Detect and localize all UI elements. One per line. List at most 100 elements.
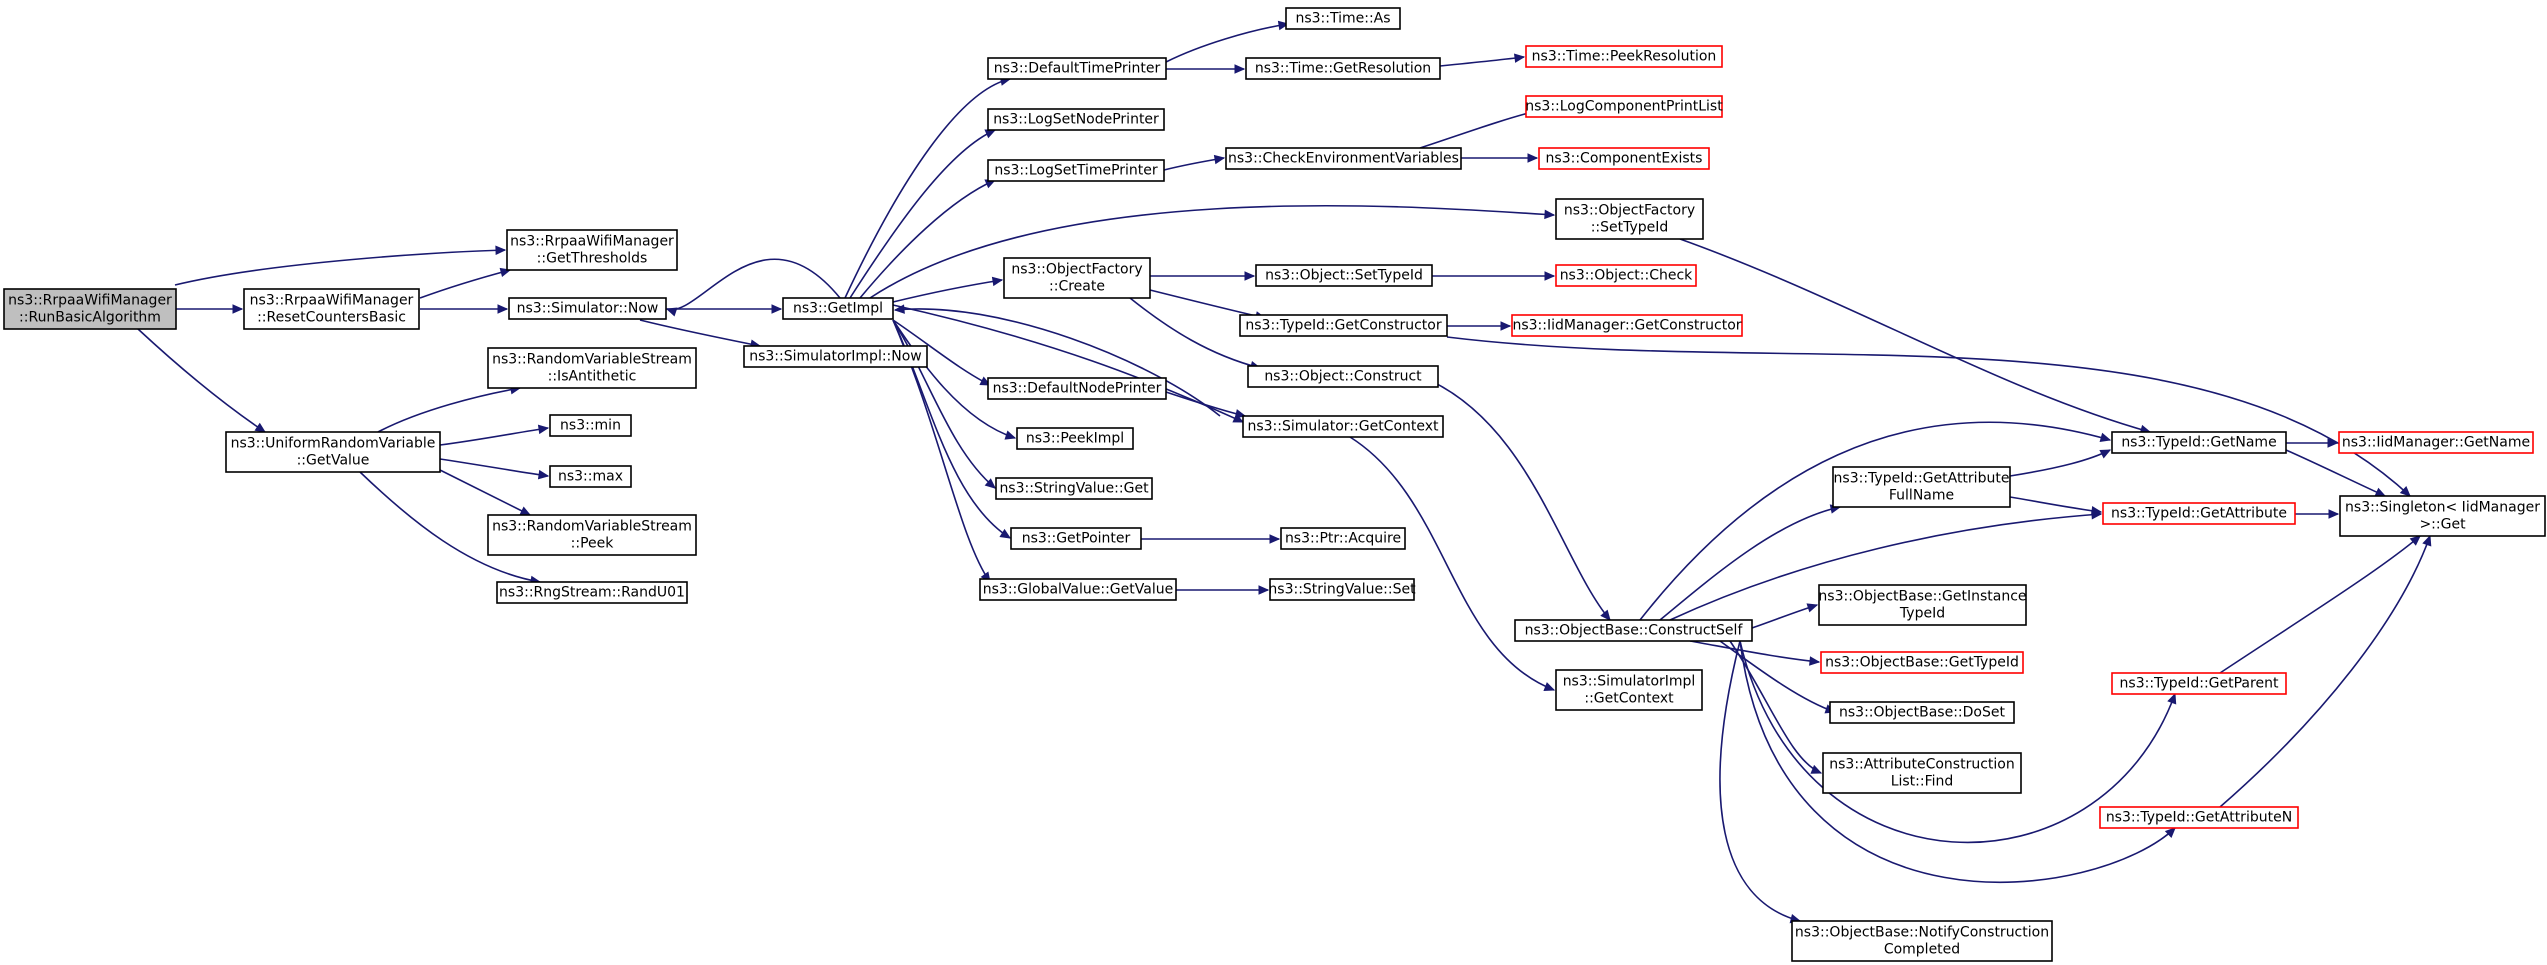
node-notify[interactable]: ns3::ObjectBase::NotifyConstructionCompl… (1791, 920, 2053, 962)
node-compEx[interactable]: ns3::ComponentExists (1538, 147, 1710, 170)
node-simImplCtx[interactable]: ns3::SimulatorImpl::GetContext (1555, 669, 1703, 711)
node-getImpl[interactable]: ns3::GetImpl (782, 297, 894, 320)
node-construct[interactable]: ns3::ObjectBase::ConstructSelf (1514, 619, 1753, 642)
edge-line (1446, 336, 2411, 497)
node-simImplNow[interactable]: ns3::SimulatorImpl::Now (743, 345, 928, 368)
arrowhead (497, 304, 509, 314)
node-max[interactable]: ns3::max (549, 465, 632, 488)
node-tidName[interactable]: ns3::TypeId::GetName (2111, 431, 2287, 454)
arrowhead (1809, 656, 1821, 666)
arrowhead (1213, 154, 1226, 165)
node-reset[interactable]: ns3::RrpaaWifiManager::ResetCountersBasi… (243, 288, 420, 330)
edge-line (892, 319, 991, 386)
node-gvGet[interactable]: ns3::GlobalValue::GetValue (979, 578, 1177, 601)
node-label: ns3::Singleton< IidManager (2345, 500, 2540, 516)
node-ptrAcq[interactable]: ns3::Ptr::Acquire (1280, 527, 1406, 550)
node-box (743, 345, 928, 368)
edge-getImpl-to-ofSet (869, 204, 1556, 299)
node-box (1225, 147, 1462, 170)
node-objSet[interactable]: ns3::Object::SetTypeId (1255, 264, 1433, 287)
node-box (1511, 314, 1743, 337)
node-tidAttrN[interactable]: ns3::TypeId::GetAttributeN (2099, 806, 2299, 829)
node-cev[interactable]: ns3::CheckEnvironmentVariables (1225, 147, 1462, 170)
node-label: ns3::Object::Check (1560, 268, 1693, 284)
edge-getImpl-to-ofCreate (892, 276, 1004, 303)
edge-line (439, 469, 531, 516)
node-iidName[interactable]: ns3::IidManager::GetName (2338, 431, 2534, 454)
node-lcpl[interactable]: ns3::LogComponentPrintList (1525, 95, 1723, 118)
node-doSet[interactable]: ns3::ObjectBase::DoSet (1829, 701, 2015, 724)
node-now[interactable]: ns3::Simulator::Now (508, 297, 667, 320)
node-box (243, 288, 420, 330)
edge-line (2009, 496, 2102, 513)
node-box (1242, 415, 1444, 438)
node-svSet[interactable]: ns3::StringValue::Set (1268, 578, 1416, 601)
node-peekRes[interactable]: ns3::Time::PeekResolution (1525, 45, 1723, 68)
nodes-layer: ns3::RrpaaWifiManager::RunBasicAlgorithm… (3, 7, 2546, 962)
arrowhead (1527, 153, 1539, 163)
node-box (1239, 314, 1448, 337)
node-iidCtor[interactable]: ns3::IidManager::GetConstructor (1511, 314, 1743, 337)
arrowhead (999, 528, 1012, 539)
edge-simCtx-to-getImpl (893, 304, 1221, 417)
node-lsnp[interactable]: ns3::LogSetNodePrinter (987, 108, 1165, 131)
edge-construct-to-obInst (1751, 603, 1819, 629)
node-timeRes[interactable]: ns3::Time::GetResolution (1245, 57, 1441, 80)
node-label: ns3::RandomVariableStream (492, 352, 692, 368)
node-min[interactable]: ns3::min (549, 414, 632, 437)
node-ofCreate[interactable]: ns3::ObjectFactory::Create (1003, 257, 1151, 299)
edge-timeRes-to-peekRes (1439, 53, 1526, 67)
node-label: ns3::TypeId::GetConstructor (1245, 318, 1441, 334)
node-box (1818, 584, 2027, 626)
arrowhead (893, 304, 905, 314)
edge-line (1149, 289, 1266, 319)
edge-line (1349, 436, 1555, 691)
node-tidParent[interactable]: ns3::TypeId::GetParent (2111, 672, 2287, 695)
node-isAnti[interactable]: ns3::RandomVariableStream::IsAntithetic (487, 347, 697, 389)
node-tidCtor[interactable]: ns3::TypeId::GetConstructor (1239, 314, 1448, 337)
node-ofSet[interactable]: ns3::ObjectFactory::SetTypeId (1555, 198, 1704, 240)
edge-line (892, 304, 1244, 423)
edge-line (844, 78, 1011, 299)
node-objCheck[interactable]: ns3::Object::Check (1555, 264, 1697, 287)
node-box (2102, 502, 2296, 525)
edge-line (1719, 640, 1801, 922)
node-lstp[interactable]: ns3::LogSetTimePrinter (987, 159, 1165, 182)
node-randu[interactable]: ns3::RngStream::RandU01 (496, 581, 688, 604)
node-label: ns3::IidManager::GetConstructor (1512, 318, 1741, 334)
node-singleton[interactable]: ns3::Singleton< IidManager>::Get (2339, 495, 2546, 537)
node-simCtx[interactable]: ns3::Simulator::GetContext (1242, 415, 1444, 438)
node-svGet[interactable]: ns3::StringValue::Get (995, 477, 1153, 500)
node-obTid[interactable]: ns3::ObjectBase::GetTypeId (1820, 651, 2024, 674)
node-peekImpl[interactable]: ns3::PeekImpl (1016, 427, 1134, 450)
node-objCons[interactable]: ns3::Object::Construct (1247, 365, 1439, 388)
node-urv[interactable]: ns3::UniformRandomVariable::GetValue (225, 431, 441, 473)
edge-root-to-getThr (174, 245, 507, 286)
arrowhead (771, 304, 783, 314)
node-dtp[interactable]: ns3::DefaultTimePrinter (987, 57, 1167, 80)
node-getPtr[interactable]: ns3::GetPointer (1010, 527, 1142, 550)
node-box (506, 229, 678, 271)
edge-objSet-to-objCheck (1432, 271, 1556, 281)
node-box (487, 347, 697, 389)
edge-construct-to-tidAttrN (1739, 640, 2176, 884)
edge-line (869, 204, 1555, 299)
edge-line (1689, 640, 1820, 663)
arrowhead (2399, 486, 2411, 497)
node-box (1269, 578, 1415, 601)
node-tidAttr[interactable]: ns3::TypeId::GetAttribute (2102, 502, 2296, 525)
node-getThr[interactable]: ns3::RrpaaWifiManager::GetThresholds (506, 229, 678, 271)
node-box (1247, 365, 1439, 388)
node-timeAs[interactable]: ns3::Time::As (1285, 7, 1401, 30)
node-label: ns3::StringValue::Set (1268, 582, 1416, 598)
node-label: ns3::PeekImpl (1026, 431, 1124, 447)
node-box (2339, 495, 2546, 537)
edge-line (174, 249, 506, 286)
arrowhead (1234, 64, 1246, 74)
node-peek[interactable]: ns3::RandomVariableStream::Peek (487, 514, 697, 556)
node-dnp[interactable]: ns3::DefaultNodePrinter (987, 377, 1167, 400)
